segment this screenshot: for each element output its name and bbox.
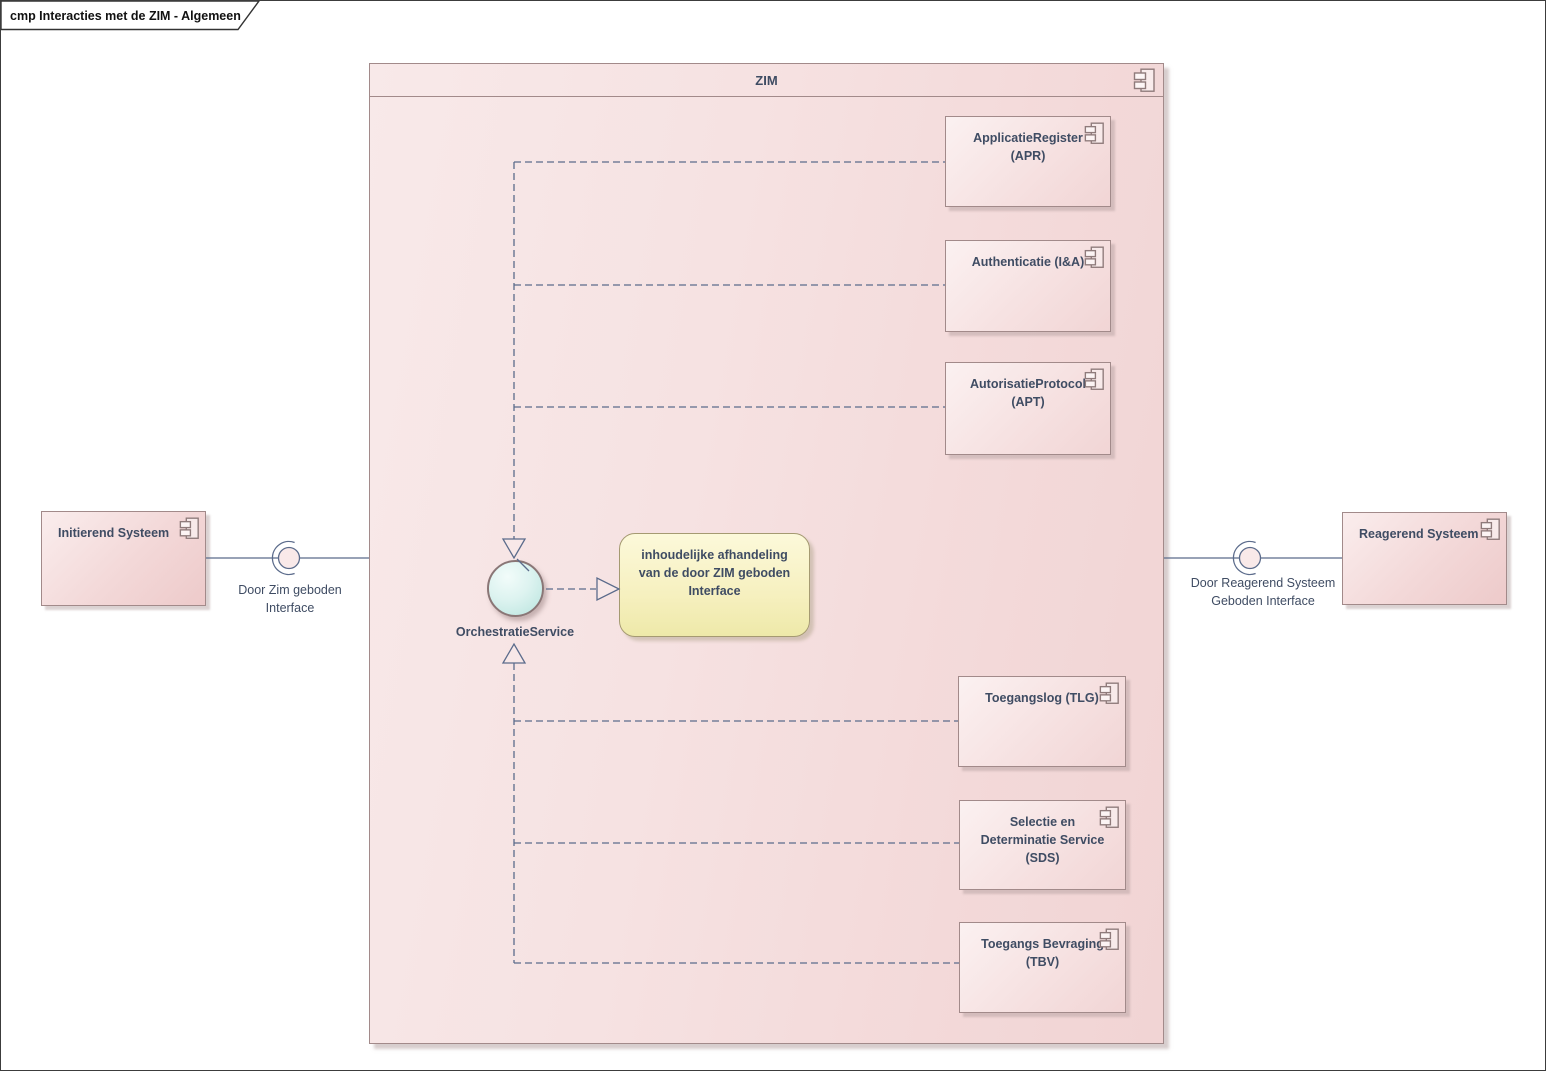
component-toegangslog[interactable]: Toegangslog (TLG): [958, 676, 1126, 767]
zim-titlebar: ZIM: [370, 64, 1163, 97]
interface-label-left: Door Zim geboden Interface: [238, 583, 342, 615]
component-label: Toegangs Bevraging (TBV): [981, 937, 1104, 969]
lollipop-ball-icon: [1238, 546, 1262, 570]
socket-arc-icon: [1232, 540, 1256, 576]
note-text: inhoudelijke afhandeling van de door ZIM…: [638, 548, 791, 598]
component-icon: [1099, 806, 1120, 829]
component-autorisatieprotocol[interactable]: AutorisatieProtocol (APT): [945, 362, 1111, 455]
component-label: Toegangslog (TLG): [985, 691, 1099, 705]
component-icon: [1099, 928, 1120, 951]
orchestratie-service-ball[interactable]: [487, 560, 544, 617]
frame-tab-shape: [1, 1, 260, 31]
component-label: Selectie en Determinatie Service (SDS): [980, 815, 1105, 865]
component-icon: [1099, 682, 1120, 705]
note-inhoudelijke-afhandeling[interactable]: inhoudelijke afhandeling van de door ZIM…: [619, 533, 810, 637]
component-label: AutorisatieProtocol (APT): [970, 377, 1086, 409]
component-applicatieregister[interactable]: ApplicatieRegister (APR): [945, 116, 1111, 207]
interface-label-right: Door Reagerend Systeem Geboden Interface: [1190, 576, 1336, 608]
component-icon: [1084, 122, 1105, 145]
socket-arc-icon: [271, 540, 295, 576]
component-icon: [1084, 368, 1105, 391]
lollipop-ball-icon: [277, 546, 301, 570]
component-reagerend-systeem[interactable]: Reagerend Systeem: [1342, 512, 1507, 605]
component-label: ApplicatieRegister (APR): [973, 131, 1083, 163]
component-authenticatie[interactable]: Authenticatie (I&A): [945, 240, 1111, 332]
component-icon: [179, 517, 200, 540]
frame-tab: cmp Interacties met de ZIM - Algemeen: [1, 1, 260, 31]
component-toegangs-bevraging[interactable]: Toegangs Bevraging (TBV): [959, 922, 1126, 1013]
component-icon: [1480, 518, 1501, 541]
component-initierend-systeem[interactable]: Initierend Systeem: [41, 511, 206, 606]
component-icon: [1133, 68, 1156, 93]
component-icon: [1084, 246, 1105, 269]
component-selectie-determinatie[interactable]: Selectie en Determinatie Service (SDS): [959, 800, 1126, 890]
component-label: Authenticatie (I&A): [971, 255, 1085, 269]
zim-title: ZIM: [755, 72, 778, 88]
component-label: Reagerend Systeem: [1359, 527, 1479, 541]
orchestratie-service-label: OrchestratieService: [455, 625, 575, 639]
component-label: Initierend Systeem: [58, 526, 170, 540]
frame-title: cmp Interacties met de ZIM - Algemeen: [10, 9, 241, 23]
